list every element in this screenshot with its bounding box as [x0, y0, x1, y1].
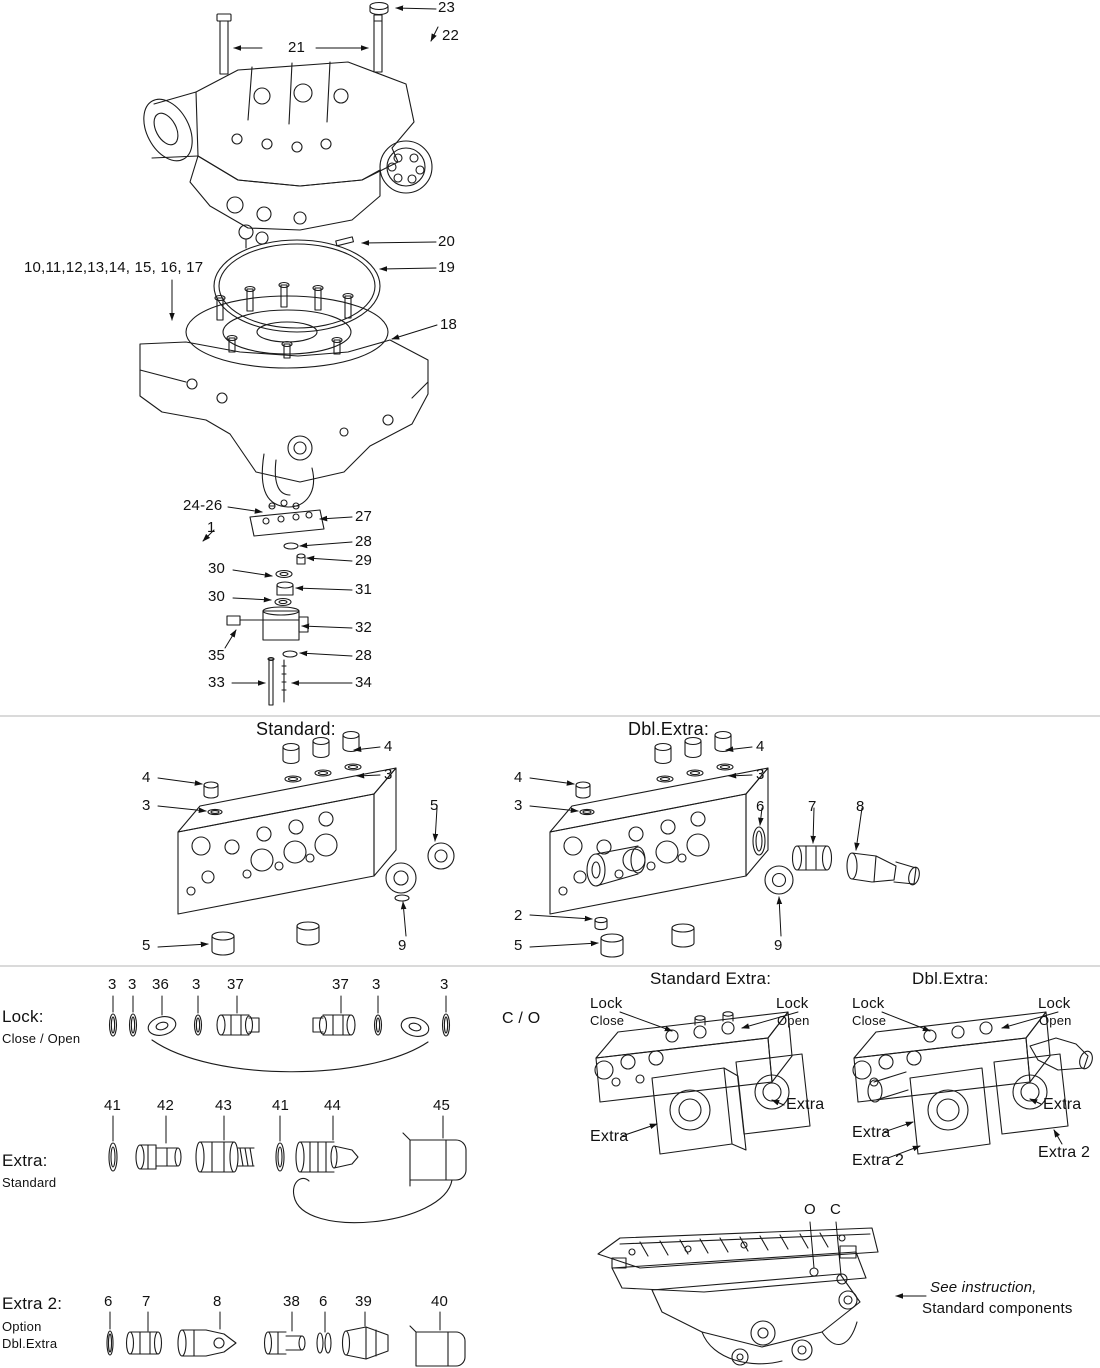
- extra-callout-43: 43: [215, 1097, 233, 1114]
- extra-callout-41b: 41: [272, 1097, 290, 1114]
- se-extra-right-label: Extra: [786, 1096, 825, 1113]
- de-extra-left-label: Extra: [852, 1124, 891, 1141]
- see-instruction-label: See instruction,: [930, 1279, 1037, 1296]
- extra-row-label: Extra:: [2, 1151, 48, 1170]
- extra-callout-45: 45: [433, 1097, 451, 1114]
- std-callout-4-left: 4: [142, 769, 151, 786]
- callout-28b: 28: [355, 647, 373, 664]
- extra2-row-sublabel1: Option: [2, 1319, 42, 1334]
- extra2-callout-40: 40: [431, 1293, 449, 1310]
- callout-32: 32: [355, 619, 373, 636]
- de-lock-close-label: Lock: [852, 995, 885, 1012]
- callout-24-26: 24-26: [183, 497, 223, 514]
- main-assembly-drawing: [139, 1, 433, 706]
- lock-parts-drawing: [108, 1013, 451, 1073]
- extra-row-sublabel: Standard: [2, 1175, 57, 1190]
- se-extra-left-label: Extra: [590, 1128, 629, 1145]
- callout-30b: 30: [208, 588, 226, 605]
- extra2-callout-38: 38: [283, 1293, 301, 1310]
- lock-row-label: Lock:: [2, 1007, 44, 1026]
- dbl-callout-7: 7: [808, 798, 817, 815]
- lock-callout-3b: 3: [128, 976, 137, 993]
- callout-30a: 30: [208, 560, 226, 577]
- callout-1: 1: [207, 519, 216, 536]
- dbl-callout-8: 8: [856, 798, 865, 815]
- de-extra2-left-label: Extra 2: [852, 1152, 905, 1169]
- co-label: C / O: [502, 1010, 541, 1027]
- extra-callout-41a: 41: [104, 1097, 122, 1114]
- de-lock-open-label: Lock: [1038, 995, 1071, 1012]
- dblextra-title: Dbl.Extra:: [628, 719, 710, 739]
- section-dividers: [0, 715, 1100, 967]
- se-lock-close-label: Lock: [590, 995, 623, 1012]
- std-callout-3-top: 3: [384, 766, 393, 783]
- std-callout-5-side: 5: [430, 797, 439, 814]
- se-lock-open-label: Lock: [776, 995, 809, 1012]
- extra2-row-sublabel2: Dbl.Extra: [2, 1336, 58, 1351]
- callout-23: 23: [438, 0, 456, 16]
- extra-parts-drawing: [108, 1132, 467, 1224]
- extra2-callout-6b: 6: [319, 1293, 328, 1310]
- callout-18: 18: [440, 316, 458, 333]
- se-open-label: Open: [777, 1013, 810, 1028]
- dbl-bottom-title: Dbl.Extra:: [912, 969, 989, 988]
- lock-callout-3a: 3: [108, 976, 117, 993]
- extra-callout-44: 44: [324, 1097, 342, 1114]
- callout-27: 27: [355, 508, 373, 525]
- de-extra2-right-label: Extra 2: [1038, 1144, 1091, 1161]
- dbl-callout-9: 9: [774, 937, 783, 954]
- machine-drawing: [597, 1227, 879, 1366]
- callout-31: 31: [355, 581, 373, 598]
- c-label: C: [830, 1201, 842, 1218]
- dbl-callout-6: 6: [756, 798, 765, 815]
- standard-title: Standard:: [256, 719, 336, 739]
- extra2-callout-6a: 6: [104, 1293, 113, 1310]
- callout-34: 34: [355, 674, 373, 691]
- callout-28a: 28: [355, 533, 373, 550]
- lock-row-sublabel: Close / Open: [2, 1031, 81, 1046]
- callout-33: 33: [208, 674, 226, 691]
- lock-callout-3c: 3: [192, 976, 201, 993]
- std-callout-9: 9: [398, 937, 407, 954]
- de-close-label: Close: [852, 1013, 887, 1028]
- dbl-callout-4-left: 4: [514, 769, 523, 786]
- callout-19: 19: [438, 259, 456, 276]
- lock-callout-36: 36: [152, 976, 170, 993]
- standard-extra-title: Standard Extra:: [650, 969, 772, 988]
- std-callout-3-left: 3: [142, 797, 151, 814]
- extra2-callout-7: 7: [142, 1293, 151, 1310]
- se-close-label: Close: [590, 1013, 625, 1028]
- standard-components-label: Standard components: [922, 1300, 1073, 1317]
- de-open-label: Open: [1039, 1013, 1072, 1028]
- callout-20: 20: [438, 233, 456, 250]
- callout-21: 21: [288, 39, 306, 56]
- callout-35: 35: [208, 647, 226, 664]
- dblextra-bottom-drawing: [852, 1011, 1093, 1155]
- extra2-parts-drawing: [106, 1325, 466, 1367]
- lock-callout-37a: 37: [227, 976, 245, 993]
- std-callout-5-bottom: 5: [142, 937, 151, 954]
- dbl-callout-2: 2: [514, 907, 523, 924]
- lock-callout-3d: 3: [372, 976, 381, 993]
- leader-lines: [109, 5, 1063, 1333]
- lock-callout-3e: 3: [440, 976, 449, 993]
- extra2-callout-39: 39: [355, 1293, 373, 1310]
- de-extra-right-label: Extra: [1043, 1096, 1082, 1113]
- extra2-row-label: Extra 2:: [2, 1294, 63, 1313]
- dbl-callout-3-left: 3: [514, 797, 523, 814]
- extra-callout-42: 42: [157, 1097, 175, 1114]
- dbl-callout-4-top: 4: [756, 738, 765, 755]
- std-callout-4-top: 4: [384, 738, 393, 755]
- extra2-callout-8: 8: [213, 1293, 222, 1310]
- lock-callout-37b: 37: [332, 976, 350, 993]
- callout-22: 22: [442, 27, 460, 44]
- o-label: O: [804, 1201, 816, 1218]
- dbl-callout-5-bottom: 5: [514, 937, 523, 954]
- dblextra-valve-drawing: [549, 730, 920, 958]
- callout-group-10-17: 10,11,12,13,14, 15, 16, 17: [24, 259, 204, 276]
- callout-29: 29: [355, 552, 373, 569]
- standard-valve-drawing: [177, 730, 455, 956]
- dbl-callout-3-top: 3: [756, 766, 765, 783]
